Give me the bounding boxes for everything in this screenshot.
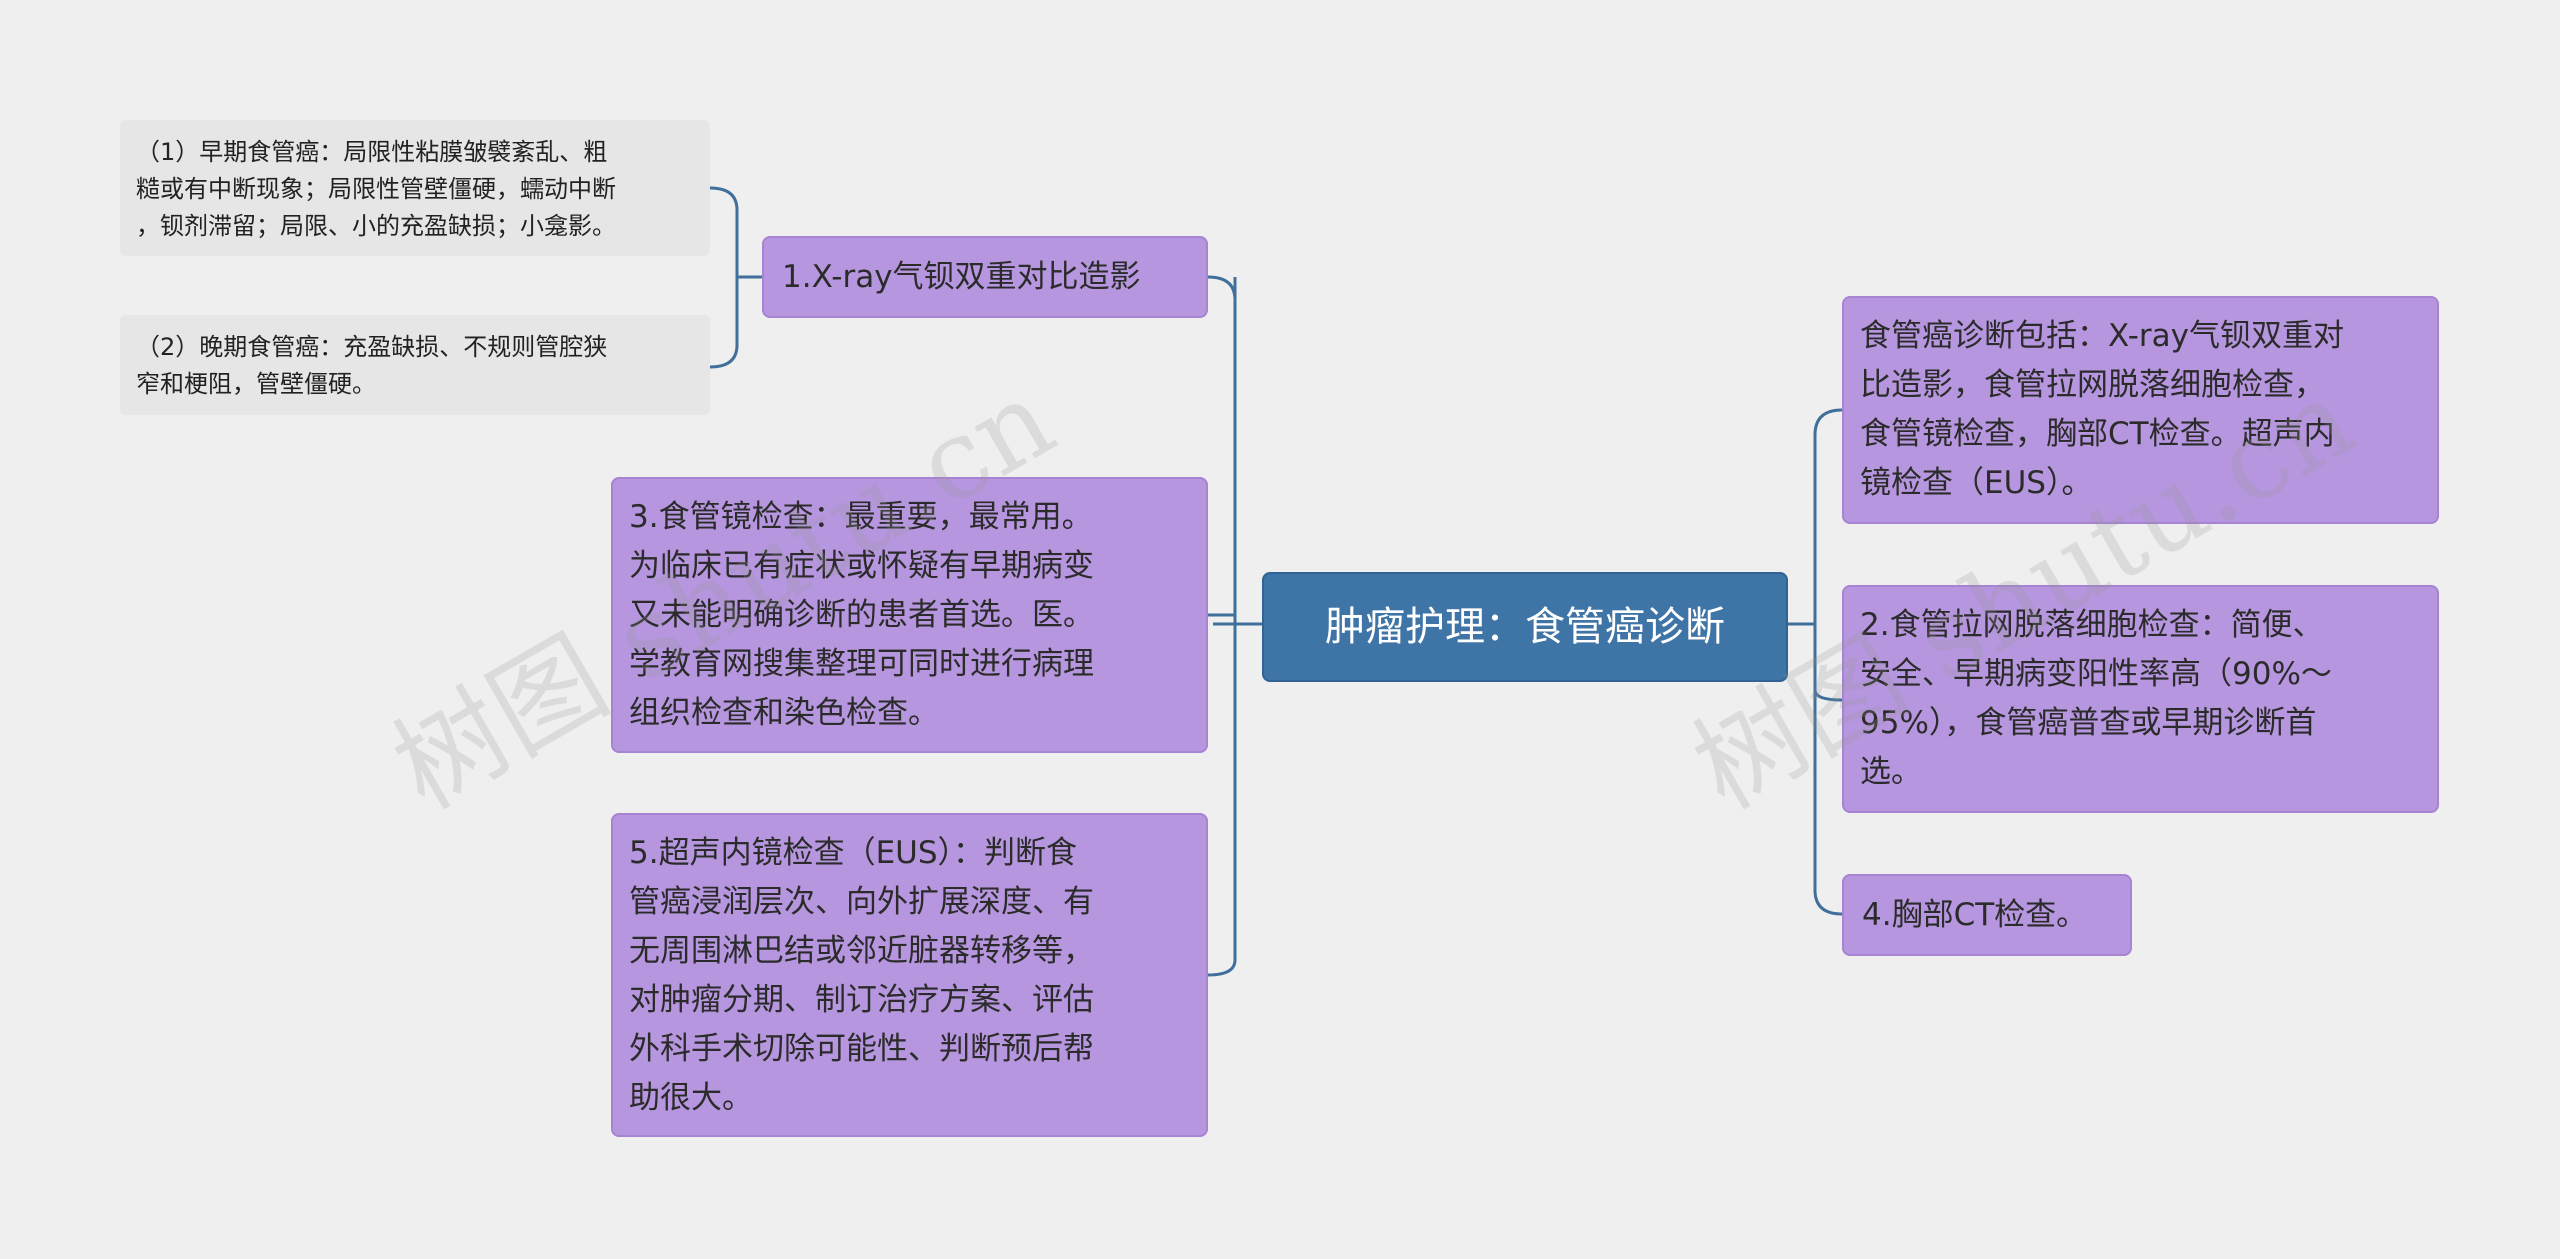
branch-summary[interactable]: 食管癌诊断包括：X-ray气钡双重对 比造影，食管拉网脱落细胞检查， 食管镜检查… <box>1842 296 2439 524</box>
branch-cytology[interactable]: 2.食管拉网脱落细胞检查：简便、 安全、早期病变阳性率高（90%～ 95%），食… <box>1842 585 2439 813</box>
connector-ct <box>1813 889 1843 916</box>
branch-eus[interactable]: 5.超声内镜检查（EUS）：判断食 管癌浸润层次、向外扩展深度、有 无周围淋巴结… <box>611 813 1208 1137</box>
branch-ct[interactable]: 4.胸部CT检查。 <box>1842 874 2132 956</box>
branch-xray[interactable]: 1.X-ray气钡双重对比造影 <box>762 236 1208 318</box>
root-topic[interactable]: 肿瘤护理：食管癌诊断 <box>1262 572 1788 682</box>
connector-xray <box>1207 275 1237 301</box>
connector-eus <box>1207 959 1237 977</box>
connector-cytology <box>1813 689 1843 702</box>
xray-late-finding[interactable]: （2）晚期食管癌：充盈缺损、不规则管腔狭 窄和梗阻，管壁僵硬。 <box>120 315 710 415</box>
connector-summary <box>1813 408 1843 436</box>
branch-endoscopy[interactable]: 3.食管镜检查：最重要，最常用。 为临床已有症状或怀疑有早期病变 又未能明确诊断… <box>611 477 1208 753</box>
xray-early-finding[interactable]: （1）早期食管癌：局限性粘膜皱襞紊乱、粗 糙或有中断现象；局限性管壁僵硬，蠕动中… <box>120 120 710 256</box>
connector-xray-child1 <box>709 186 739 369</box>
